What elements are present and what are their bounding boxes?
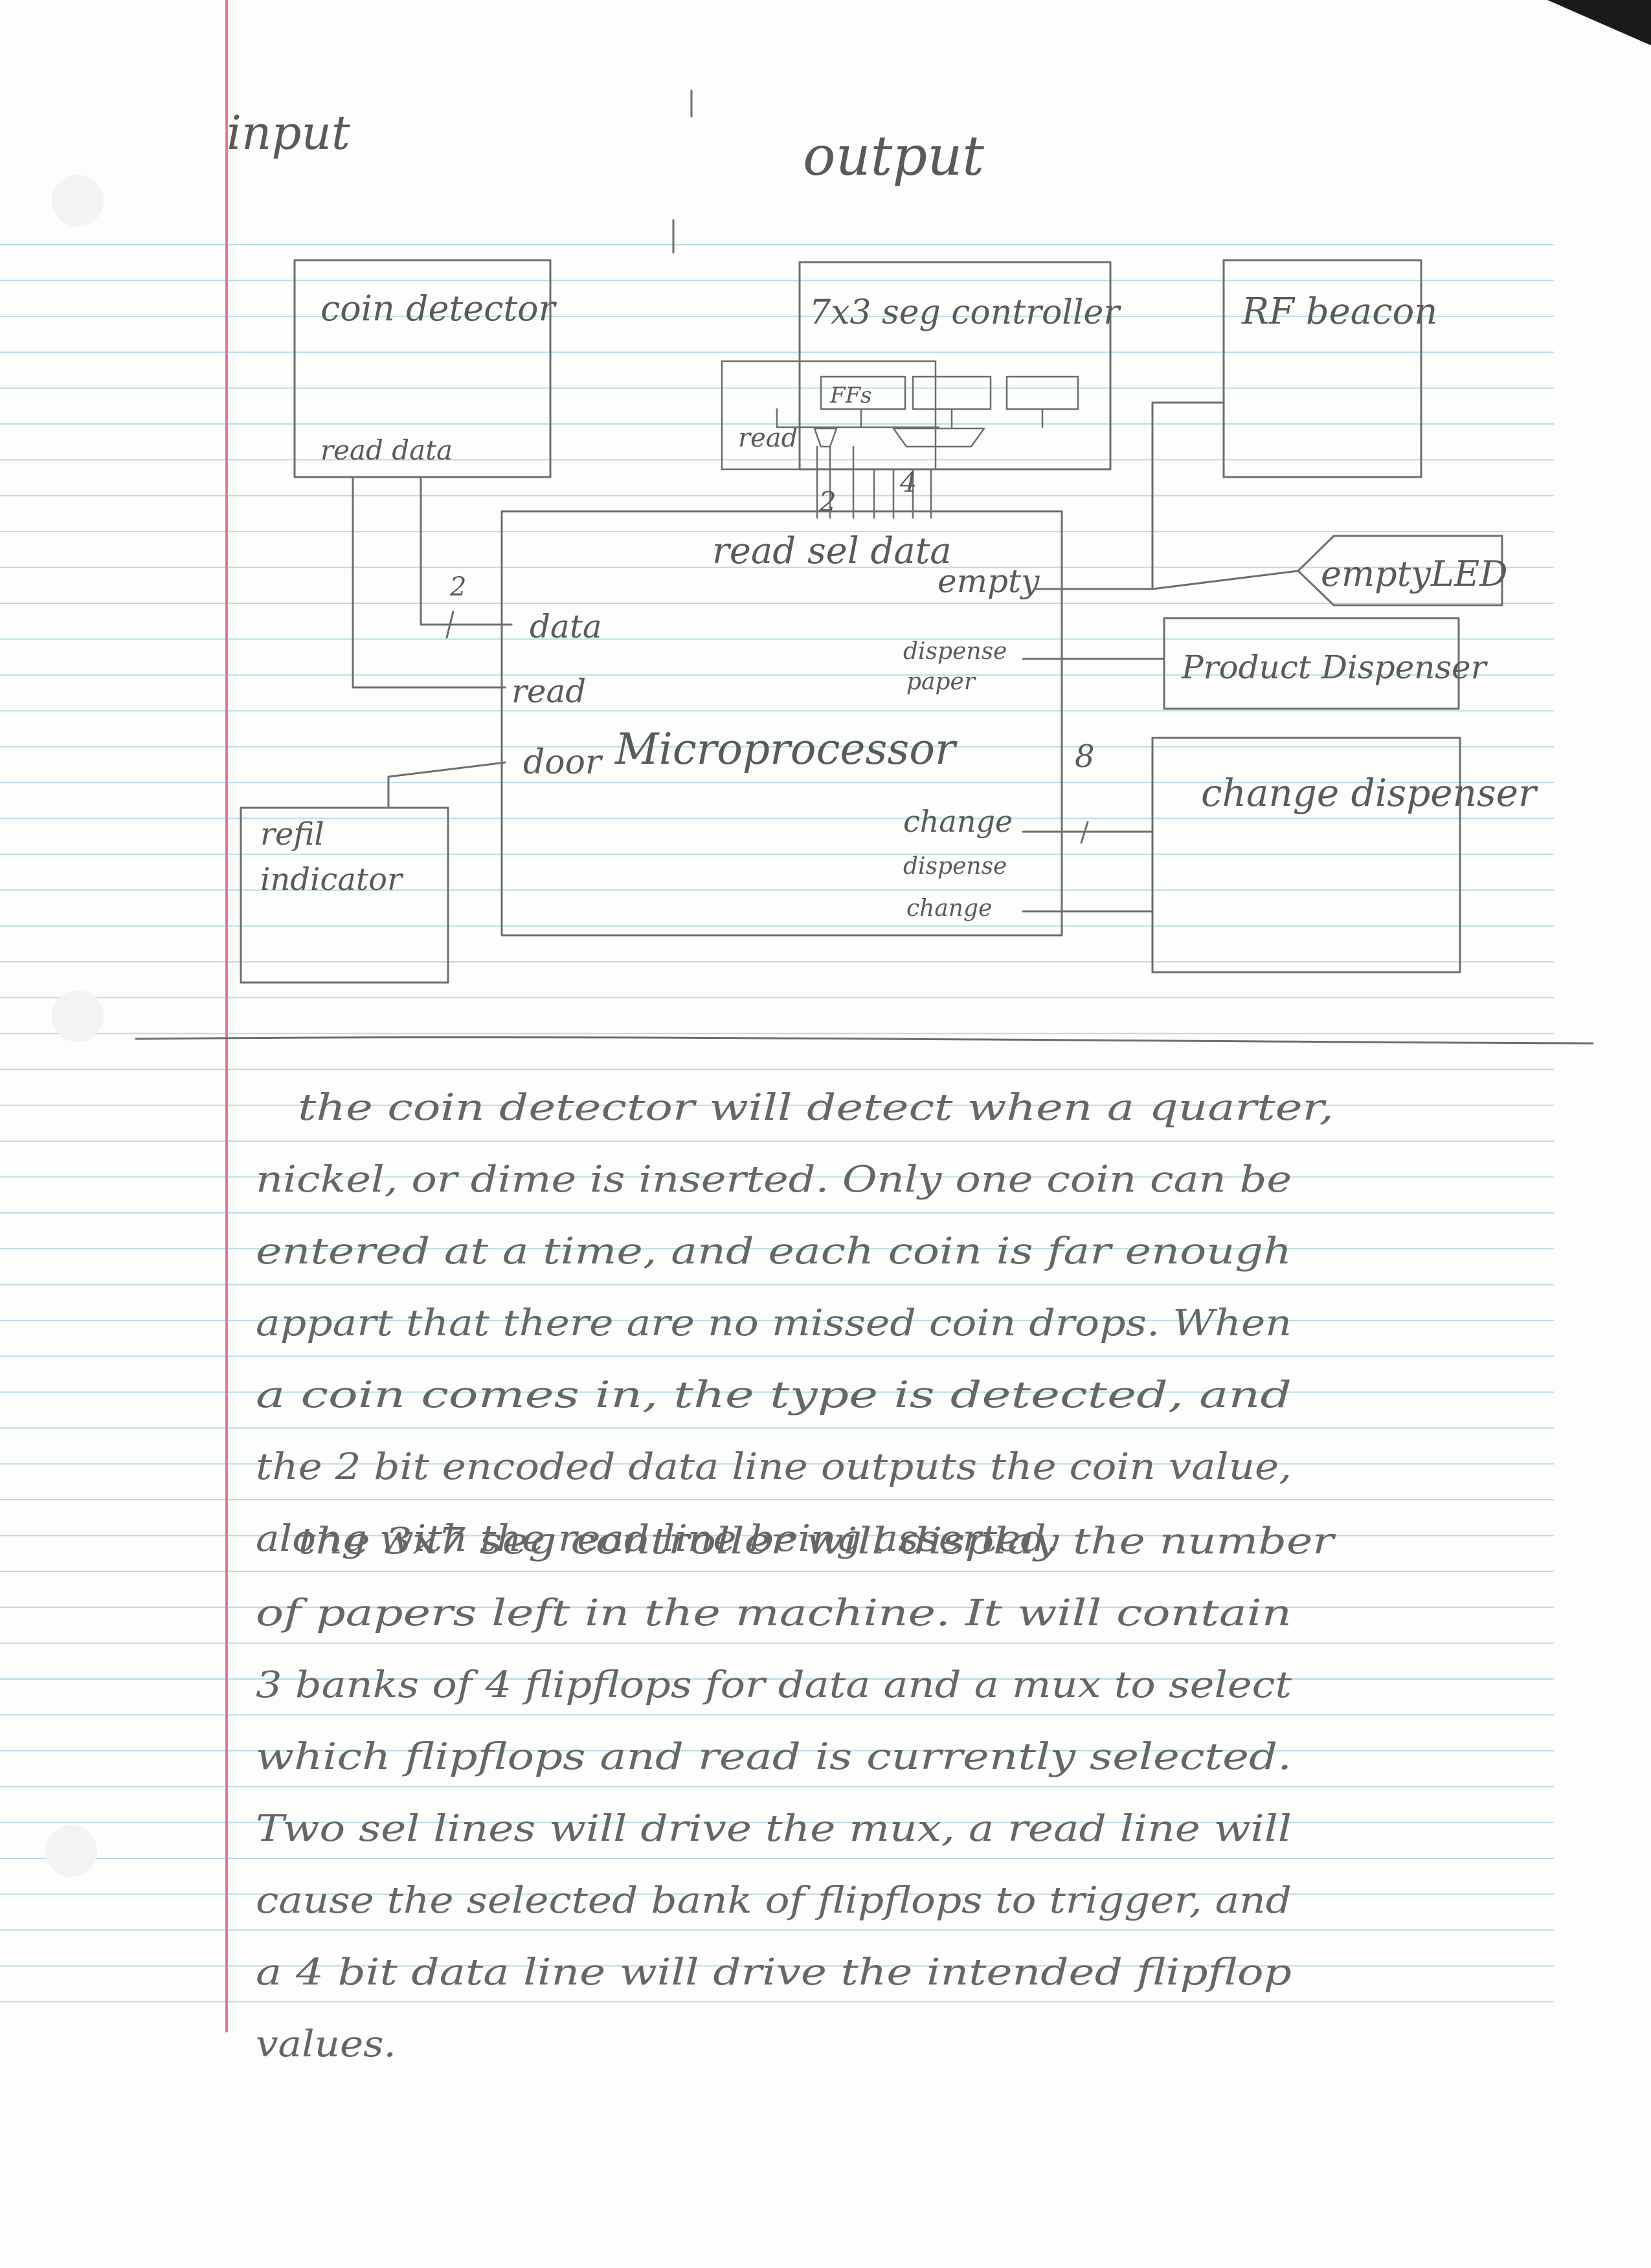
column-divider <box>672 89 693 254</box>
section-divider <box>135 1036 1594 1045</box>
port-dispense-change-2: change <box>906 895 992 922</box>
wire-empty <box>1035 401 1299 590</box>
port-data: data <box>530 608 602 645</box>
binder-hole-top <box>52 175 104 227</box>
flipflop-wiring <box>776 408 1044 428</box>
paragraph-line: a 4 bit data line will drive the intende… <box>256 1951 1292 1994</box>
wire-coin-read <box>352 476 506 689</box>
paragraph-line: along with the read line being asserted. <box>256 1518 1059 1560</box>
change-dispenser-block: change dispenser <box>1151 737 1538 973</box>
flipflop-bank-3 <box>1005 375 1079 410</box>
data-bus-width: 4 <box>899 467 917 498</box>
output-heading: output <box>803 124 984 188</box>
paragraph-line: the coin detector will detect when a qua… <box>298 1087 1334 1129</box>
page-corner <box>1547 0 1651 45</box>
paragraph-seg-controller: the 3x7 seg controller will display the … <box>256 1520 1336 2065</box>
refill-indicator-block: refil indicator <box>240 806 449 984</box>
sel-bus-width: 2 <box>818 486 837 518</box>
flipflop-bank-1 <box>820 375 906 410</box>
coin-detector-ports: read data <box>320 434 453 466</box>
input-heading: input <box>227 106 351 160</box>
paragraph-line: a coin comes in, the type is detected, a… <box>256 1374 1292 1416</box>
refill-indicator-title-line1: refil <box>260 816 324 852</box>
empty-led-title: emptyLED <box>1321 553 1508 594</box>
port-dispense-paper-2: paper <box>906 669 976 695</box>
refill-indicator-title-line2: indicator <box>260 862 404 898</box>
change-dispenser-title: change dispenser <box>1201 771 1538 815</box>
paragraph-line: which flipflops and read is currently se… <box>256 1736 1292 1778</box>
paragraph-line: nickel, or dime is inserted. Only one co… <box>256 1159 1292 1201</box>
rf-beacon-block: RF beacon <box>1222 259 1437 478</box>
port-dispense-change-1: dispense <box>903 853 1007 880</box>
binder-hole-middle <box>52 990 104 1042</box>
product-dispenser-block: Product Dispenser <box>1163 617 1488 710</box>
seg-controller-block: 7x3 seg controller FFs read 2 4 <box>721 261 1121 519</box>
paragraph-line: appart that there are no missed coin dro… <box>256 1302 1292 1344</box>
paragraph-line: cause the selected bank of flipflops to … <box>256 1880 1292 1922</box>
port-read: read <box>511 673 586 710</box>
seg-controller-title: 7x3 seg controller <box>809 293 1121 332</box>
flipflop-bank-2 <box>912 375 992 410</box>
binder-hole-bottom <box>45 1825 97 1877</box>
controller-bus <box>816 445 932 519</box>
port-door: door <box>523 743 603 782</box>
paragraph-line: of papers left in the machine. It will c… <box>256 1592 1292 1634</box>
seg-controller-read-label: read <box>738 423 798 453</box>
paragraph-line: the 3x7 seg controller will display the … <box>298 1520 1336 1562</box>
wire-change <box>1022 821 1154 844</box>
wire-door <box>387 761 506 809</box>
flipflop-label: FFs <box>829 383 872 408</box>
product-dispenser-title: Product Dispenser <box>1181 649 1488 686</box>
paragraph-line: the 2 bit encoded data line outputs the … <box>256 1446 1292 1488</box>
paragraph-line: values. <box>256 2023 396 2065</box>
port-dispense-paper-1: dispense <box>903 638 1007 665</box>
coin-detector-title: coin detector <box>320 288 557 329</box>
microprocessor-title: Microprocessor <box>614 724 958 774</box>
ruled-lines <box>0 244 1554 2003</box>
empty-led-block: emptyLED <box>1297 535 1508 606</box>
microprocessor-top-ports: read sel data <box>712 530 952 572</box>
connection-wires <box>352 401 1299 913</box>
mux-symbol <box>813 427 985 448</box>
rf-beacon-title: RF beacon <box>1241 291 1437 333</box>
microprocessor-block: Microprocessor read sel data data read d… <box>449 510 1095 937</box>
coin-detector-block: coin detector read data <box>293 259 557 478</box>
port-empty: empty <box>938 562 1040 600</box>
paragraph-line: 3 banks of 4 flipflops for data and a mu… <box>256 1664 1292 1706</box>
change-bus-width: 8 <box>1075 739 1095 775</box>
coin-data-bus-width: 2 <box>449 572 466 602</box>
wire-coin-data <box>420 476 513 639</box>
paragraph-line: Two sel lines will drive the mux, a read… <box>256 1808 1292 1850</box>
port-change: change <box>903 804 1013 839</box>
paragraph-line: entered at a time, and each coin is far … <box>256 1230 1292 1273</box>
paragraph-coin-detector: the coin detector will detect when a qua… <box>256 1087 1334 1560</box>
